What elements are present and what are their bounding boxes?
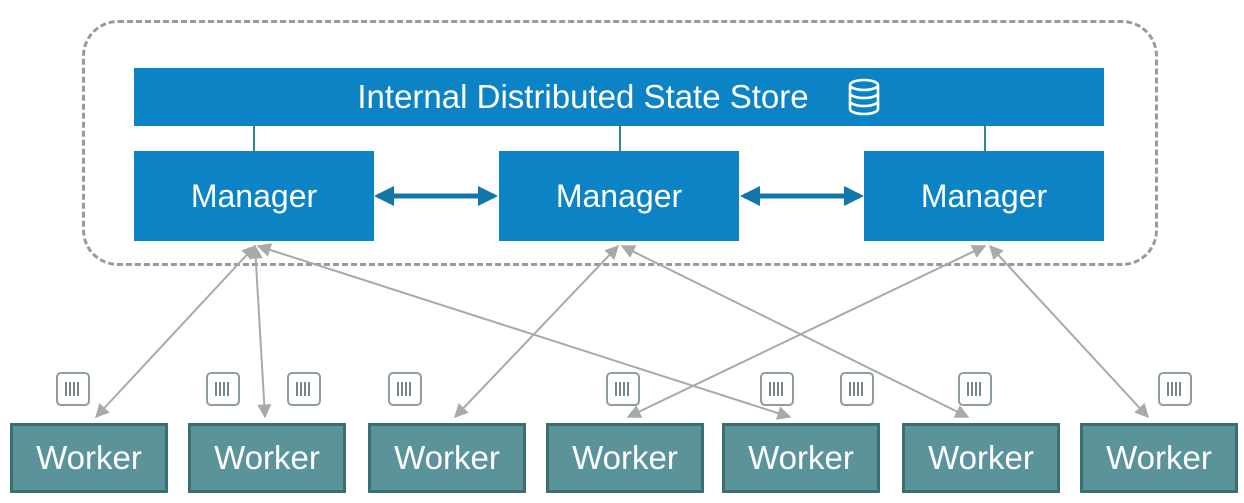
worker-label: Worker: [748, 439, 854, 476]
container-icon: [840, 372, 874, 406]
store-link-1: [253, 126, 255, 151]
store-link-3: [984, 126, 986, 151]
manager-node-3: Manager: [864, 151, 1104, 241]
worker-node-4: Worker: [546, 423, 704, 493]
manager-label: Manager: [555, 177, 683, 214]
manager-label: Manager: [190, 177, 318, 214]
link-m1-w1: [95, 244, 256, 419]
worker-node-2: Worker: [188, 423, 346, 493]
container-icon: [287, 372, 321, 406]
store-link-2: [619, 126, 621, 151]
worker-label: Worker: [928, 439, 1034, 476]
manager-node-2: Manager: [499, 151, 739, 241]
link-m3-w4: [626, 245, 987, 418]
link-m1-w2: [248, 244, 272, 419]
link-m2-w3: [454, 244, 619, 419]
database-icon: [848, 78, 879, 116]
container-icon: [606, 372, 640, 406]
link-m2-w6: [620, 245, 970, 418]
container-icon: [388, 372, 422, 406]
manager-label: Manager: [920, 177, 1048, 214]
worker-node-7: Worker: [1080, 423, 1238, 493]
container-icon: [206, 372, 240, 406]
worker-node-5: Worker: [722, 423, 880, 493]
container-icon: [958, 372, 992, 406]
worker-label: Worker: [1106, 439, 1212, 476]
worker-label: Worker: [214, 439, 320, 476]
manager-node-1: Manager: [134, 151, 374, 241]
state-store: Internal Distributed State Store: [134, 68, 1104, 126]
link-m1-w5: [256, 243, 792, 420]
worker-label: Worker: [394, 439, 500, 476]
state-store-label: Internal Distributed State Store: [357, 78, 809, 115]
container-icon: [56, 372, 90, 406]
container-icon: [760, 372, 794, 406]
link-m3-w7: [989, 244, 1149, 419]
container-icon: [1158, 372, 1192, 406]
worker-label: Worker: [36, 439, 142, 476]
worker-node-1: Worker: [10, 423, 168, 493]
worker-node-6: Worker: [902, 423, 1060, 493]
worker-node-3: Worker: [368, 423, 526, 493]
worker-label: Worker: [572, 439, 678, 476]
